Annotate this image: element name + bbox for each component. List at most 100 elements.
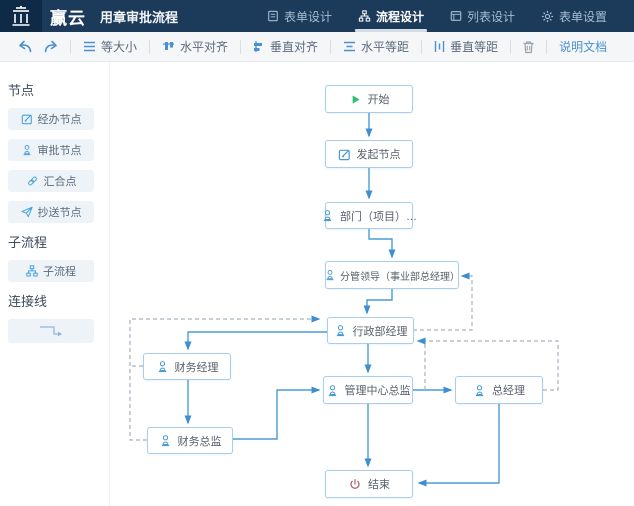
flow-design-icon <box>358 10 371 22</box>
toolbar-divider <box>240 39 242 54</box>
toolbar-label: 水平等距 <box>361 40 410 54</box>
toolbar-label: 水平对齐 <box>180 40 229 54</box>
canvas-toolbar: 等大小 水平对齐 垂直对齐 水平等距 垂直等距 <box>0 32 634 62</box>
palette-item-connector[interactable] <box>8 319 94 343</box>
person-icon <box>23 145 30 156</box>
horizontal-spacing-icon <box>344 41 356 52</box>
pavilion-logo-icon <box>12 5 30 26</box>
palette-section-title: 子流程 <box>8 235 48 250</box>
connectors-layer <box>129 113 559 487</box>
delete-button[interactable] <box>517 40 540 54</box>
header-tabs: 表单设计 流程设计 列表设计 <box>254 0 634 32</box>
person-icon <box>161 435 169 447</box>
vertical-spacing-button[interactable]: 垂直等距 <box>428 38 504 55</box>
horizontal-spacing-button[interactable]: 水平等距 <box>337 38 415 55</box>
help-doc-link[interactable]: 说明文档 <box>559 40 608 54</box>
horizontal-align-icon <box>163 41 175 50</box>
person-icon <box>336 325 344 337</box>
connector-admin-return-leader[interactable] <box>413 272 473 331</box>
node-label: 部门（项目）… <box>340 210 417 223</box>
flow-node-mgmt-center-director[interactable]: 管理中心总监 <box>323 376 413 404</box>
node-label: 财务经理 <box>174 361 219 374</box>
toolbar-divider <box>546 39 548 54</box>
equal-size-button[interactable]: 等大小 <box>77 38 143 55</box>
node-label: 行政部经理 <box>352 325 408 338</box>
connector-gm-return-admin[interactable] <box>416 337 559 391</box>
tab-label: 表单设计 <box>283 9 332 24</box>
power-icon <box>350 479 360 489</box>
flow-node-department[interactable]: 部门（项目）… <box>323 202 417 229</box>
play-icon <box>352 94 360 104</box>
palette-section-title: 节点 <box>8 83 35 98</box>
toolbar-divider <box>421 39 423 54</box>
toolbar-label: 垂直对齐 <box>270 40 319 54</box>
node-label: 总经理 <box>492 385 525 397</box>
form-settings-icon <box>541 10 554 22</box>
connector-gm-end[interactable] <box>417 404 500 487</box>
connector-financedir-mgmtcenter[interactable] <box>233 386 321 440</box>
flow-canvas[interactable]: 开始 发起节点 部门（项目）… 分管领导（事业部总经理） <box>0 62 634 506</box>
app-logo[interactable] <box>0 0 42 32</box>
connector-return-to-admin-left[interactable] <box>129 315 321 441</box>
person-icon <box>328 384 336 396</box>
connector-department-leader[interactable] <box>368 229 396 259</box>
palette-item-label: 抄送节点 <box>37 207 82 219</box>
toolbar-divider <box>330 39 332 54</box>
palette-item-cc-node[interactable]: 抄送节点 <box>8 201 94 223</box>
toolbar-divider <box>149 39 151 54</box>
toolbar-label: 垂直等距 <box>450 40 499 54</box>
node-palette: 节点 经办节点 审批节点 汇合点 <box>0 62 110 506</box>
node-label: 分管领导（事业部总经理） <box>340 271 460 283</box>
tab-label: 列表设计 <box>466 9 515 24</box>
form-design-icon <box>268 10 278 22</box>
palette-item-merge-point[interactable]: 汇合点 <box>8 170 94 192</box>
palette-item-approval-node[interactable]: 审批节点 <box>8 139 94 161</box>
toolbar-divider <box>70 39 71 54</box>
page-title: 用章审批流程 <box>100 9 179 25</box>
horizontal-align-button[interactable]: 水平对齐 <box>156 38 234 55</box>
flow-node-admin-manager[interactable]: 行政部经理 <box>327 317 414 344</box>
person-icon <box>326 270 334 281</box>
node-label: 财务总监 <box>177 435 222 448</box>
flow-node-finance-manager[interactable]: 财务经理 <box>143 353 231 380</box>
flow-node-finance-director[interactable]: 财务总监 <box>147 427 233 454</box>
redo-button[interactable] <box>38 40 64 53</box>
node-label: 管理中心总监 <box>344 385 411 397</box>
connector-admin-financemgr[interactable] <box>184 331 327 351</box>
brand-name: 赢云 <box>50 8 86 28</box>
palette-item-handling-node[interactable]: 经办节点 <box>8 108 94 130</box>
subflow-icon <box>26 265 38 277</box>
undo-button[interactable] <box>12 40 38 53</box>
tab-label: 流程设计 <box>375 9 424 24</box>
designer-content: 节点 经办节点 审批节点 汇合点 <box>0 62 634 506</box>
flow-node-initiate[interactable]: 发起节点 <box>325 140 413 168</box>
vertical-align-button[interactable]: 垂直对齐 <box>247 38 324 55</box>
flow-node-leader[interactable]: 分管领导（事业部总经理） <box>325 261 460 289</box>
tab-form-design[interactable]: 表单设计 <box>254 0 345 32</box>
redo-icon <box>44 40 57 53</box>
tab-label: 表单设置 <box>558 9 607 24</box>
palette-item-label: 子流程 <box>43 266 76 278</box>
tab-list-design[interactable]: 列表设计 <box>437 0 528 32</box>
palette-item-label: 审批节点 <box>37 145 82 157</box>
person-icon <box>323 210 332 222</box>
toolbar-label: 等大小 <box>101 40 138 54</box>
edit-icon <box>21 114 32 125</box>
tab-form-settings[interactable]: 表单设置 <box>528 0 620 32</box>
flow-node-start[interactable]: 开始 <box>325 85 413 113</box>
person-icon <box>158 361 166 373</box>
list-design-icon <box>450 11 462 21</box>
node-label: 发起节点 <box>356 149 401 161</box>
edit-icon <box>338 149 350 160</box>
flow-node-general-manager[interactable]: 总经理 <box>455 376 543 404</box>
equal-size-icon <box>84 41 95 52</box>
node-label: 结束 <box>368 479 390 491</box>
app-header: 赢云 用章审批流程 表单设计 流程设计 <box>0 0 634 32</box>
flow-node-end[interactable]: 结束 <box>325 470 413 498</box>
palette-item-subprocess[interactable]: 子流程 <box>8 260 94 282</box>
link-icon <box>27 176 37 186</box>
tab-flow-design[interactable]: 流程设计 <box>345 0 437 32</box>
palette-section-title: 连接线 <box>8 294 48 309</box>
connector-leader-admin[interactable] <box>363 289 393 315</box>
paper-plane-icon <box>20 206 33 218</box>
